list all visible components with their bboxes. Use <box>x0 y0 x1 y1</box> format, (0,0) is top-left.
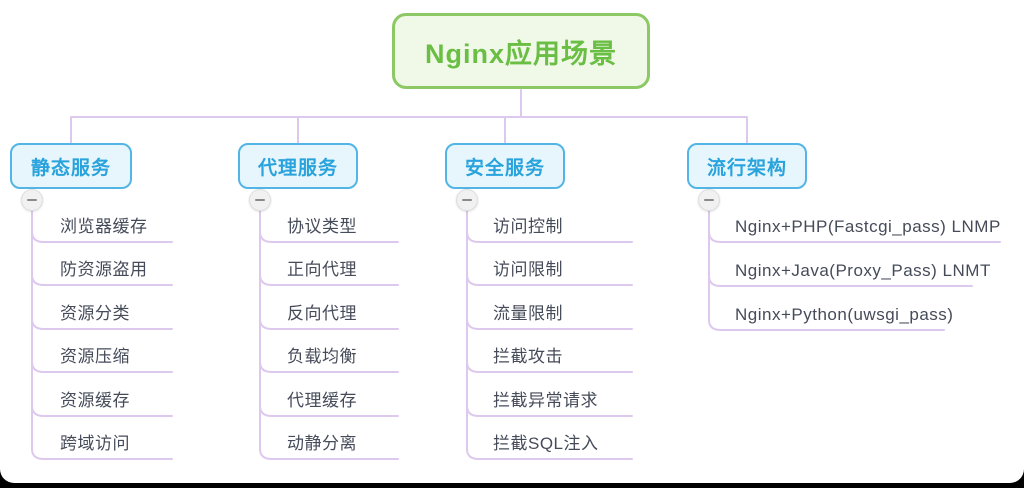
connector-branch2-children <box>259 209 399 460</box>
child-topic[interactable]: Nginx+Java(Proxy_Pass) LNMT <box>735 261 991 280</box>
branch-topic-proxy-service[interactable]: 代理服务 <box>238 143 358 189</box>
child-topic[interactable]: 访问控制 <box>493 217 563 236</box>
branch-topic-popular-architecture[interactable]: 流行架构 <box>687 143 807 189</box>
child-topic[interactable]: 拦截异常请求 <box>493 391 598 410</box>
child-topic[interactable]: 拦截SQL注入 <box>493 434 599 453</box>
connector-branch4-children <box>708 209 1001 331</box>
minus-icon <box>704 199 714 201</box>
collapse-button-popular-architecture[interactable] <box>698 189 720 211</box>
branch-topic-static-service[interactable]: 静态服务 <box>10 143 132 189</box>
root-topic[interactable]: Nginx应用场景 <box>392 13 650 89</box>
child-topic[interactable]: 浏览器缓存 <box>60 217 148 236</box>
child-topic[interactable]: Nginx+PHP(Fastcgi_pass) LNMP <box>735 217 1001 236</box>
child-topic[interactable]: 拦截攻击 <box>493 347 563 366</box>
minus-icon <box>462 199 472 201</box>
minus-icon <box>27 199 37 201</box>
child-topic[interactable]: 资源分类 <box>60 304 130 323</box>
child-topic[interactable]: 动静分离 <box>287 434 357 453</box>
child-topic[interactable]: 正向代理 <box>287 260 357 279</box>
collapse-button-proxy-service[interactable] <box>249 189 271 211</box>
child-topic[interactable]: 负载均衡 <box>287 347 357 366</box>
child-topic[interactable]: 流量限制 <box>493 304 563 323</box>
connector-branch1-children <box>31 209 173 460</box>
minus-icon <box>255 199 265 201</box>
bottom-letterbox <box>0 483 1024 488</box>
child-topic[interactable]: Nginx+Python(uwsgi_pass) <box>735 305 954 324</box>
child-topic[interactable]: 访问限制 <box>493 260 563 279</box>
child-topic[interactable]: 协议类型 <box>287 217 357 236</box>
child-topic[interactable]: 资源缓存 <box>60 391 130 410</box>
collapse-button-static-service[interactable] <box>21 189 43 211</box>
child-topic[interactable]: 代理缓存 <box>287 391 357 410</box>
child-topic[interactable]: 跨域访问 <box>60 434 130 453</box>
child-topic[interactable]: 防资源盗用 <box>60 260 148 279</box>
child-topic[interactable]: 反向代理 <box>287 304 357 323</box>
child-topic[interactable]: 资源压缩 <box>60 347 130 366</box>
connector-branch3-children <box>466 209 633 460</box>
collapse-button-security-service[interactable] <box>456 189 478 211</box>
connector-root-to-branches <box>70 89 748 144</box>
branch-topic-security-service[interactable]: 安全服务 <box>445 143 565 189</box>
